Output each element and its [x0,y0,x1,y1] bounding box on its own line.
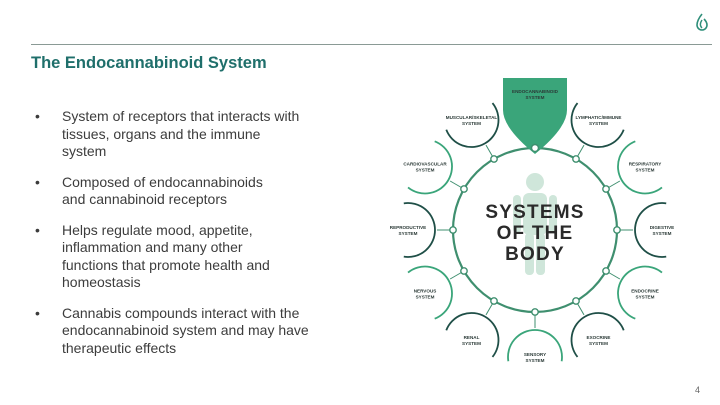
system-node-label: LYMPHATIC/IMMUNE [576,115,622,120]
center-title-line: SYSTEMS [485,202,584,223]
bullet-dot: • [35,173,40,190]
bullet-text-line: inflammation and many other [62,239,243,255]
system-node-label: SYSTEM [416,168,435,173]
system-arc [407,140,453,195]
ring-node-dot [531,308,539,316]
connector-line [608,180,621,188]
ring-node-dot [460,185,468,193]
system-arc [617,140,663,195]
bullet-dot: • [35,221,40,238]
system-node-bg [447,96,496,145]
connector-line [485,144,493,157]
system-node-label: MUSCULAR/SKELETAL [446,115,498,120]
bullet-item: • Helps regulate mood, appetite,inflammat… [35,222,365,292]
system-arc [570,102,625,148]
connector-line [449,180,462,188]
system-node-bg [620,142,669,191]
connector-line [577,303,585,316]
ring-node-dot [460,267,468,275]
human-silhouette-icon [513,173,557,275]
connector-line [485,303,493,316]
ring-node-dot [530,143,540,153]
system-node-bg [574,315,623,364]
ring-node-dot [572,297,580,305]
ring-node-dot [449,226,457,234]
system-node-label: SYSTEM [589,121,608,126]
ring-node-dot [490,155,498,163]
system-node-label: NERVOUS [414,289,437,294]
bullet-text-line: therapeutic effects [62,339,177,356]
system-node-label: SYSTEM [636,168,655,173]
system-node-bg [385,206,432,254]
bullet-text-line: System of receptors that interacts with [62,108,300,124]
system-node-label: SYSTEM [416,295,435,300]
system-arc [403,202,436,258]
connector-line [449,272,462,280]
system-node-label: SYSTEM [462,341,481,346]
system-arc [634,202,667,258]
system-node-bg [447,315,496,364]
system-node-label: SENSORY [524,352,546,357]
system-node-label: SYSTEM [653,231,672,236]
system-node-bg [401,269,450,318]
ring-node-dot [490,297,498,305]
system-node-label: SYSTEM [636,295,655,300]
system-node-label: DIGESTIVE [650,225,675,230]
ring-node-dot [602,267,610,275]
connector-line [577,144,585,157]
endocannabinoid-drop [503,78,567,154]
ring-node-dot [572,155,580,163]
bullet-text-line: homeostasis [62,274,141,290]
brand-logo-icon [696,13,708,31]
ring-node-dot [602,185,610,193]
system-node-label: SYSTEM [526,358,545,363]
system-node-label: ENDOCRINE [631,289,659,294]
system-node-label: SYSTEM [589,341,608,346]
system-node-label: RESPIRATORY [629,162,662,167]
system-arc [570,312,625,358]
bullet-item: • System of receptors that interacts with… [35,108,365,161]
top-node-label: ENDOCANNABINOID [512,89,559,94]
bullet-text-line: endocannabinoid system and may have [62,322,309,338]
connector-line [608,272,621,280]
bullet-text-line: functions that promote health and [62,256,270,273]
page-number: 4 [695,385,701,395]
system-arc [617,265,663,320]
bullet-text-line: and cannabinoid receptors [62,191,228,207]
system-node-bg [574,96,623,145]
center-title-line: OF THE [497,223,574,244]
system-node-label: SYSTEM [399,231,418,236]
center-title-line: BODY [505,244,565,265]
system-node-label: REPRODUCTIVE [390,225,427,230]
bullet-text-line: system [62,143,107,159]
title-divider [31,44,712,45]
bullet-text-line: tissues, organs and the immune [62,125,261,142]
bullet-text-line: Composed of endocannabinoids [62,173,263,190]
bullet-text-line: Helps regulate mood, appetite, [62,221,253,238]
system-arc [445,312,500,358]
system-arc [407,265,453,320]
system-node-bg [620,269,669,318]
bullet-dot: • [35,304,40,321]
system-node-bg [638,206,685,254]
system-node-bg [401,142,450,191]
top-node-label: SYSTEM [526,95,545,100]
system-node-label: EXOCRINE [587,335,611,340]
system-node-bg [511,333,559,370]
slide-title: The Endocannabinoid System [31,54,267,72]
bullet-text-line: Cannabis compounds interact with the [62,304,300,321]
ring-node-dot [613,226,621,234]
system-node-label: RENAL [464,335,480,340]
system-arc [445,102,500,148]
bullet-dot: • [35,108,40,124]
system-arc [507,329,563,362]
system-node-label: CARDIOVASCULAR [403,162,447,167]
bullet-list: • System of receptors that interacts with… [35,108,365,370]
system-node-label: SYSTEM [462,121,481,126]
